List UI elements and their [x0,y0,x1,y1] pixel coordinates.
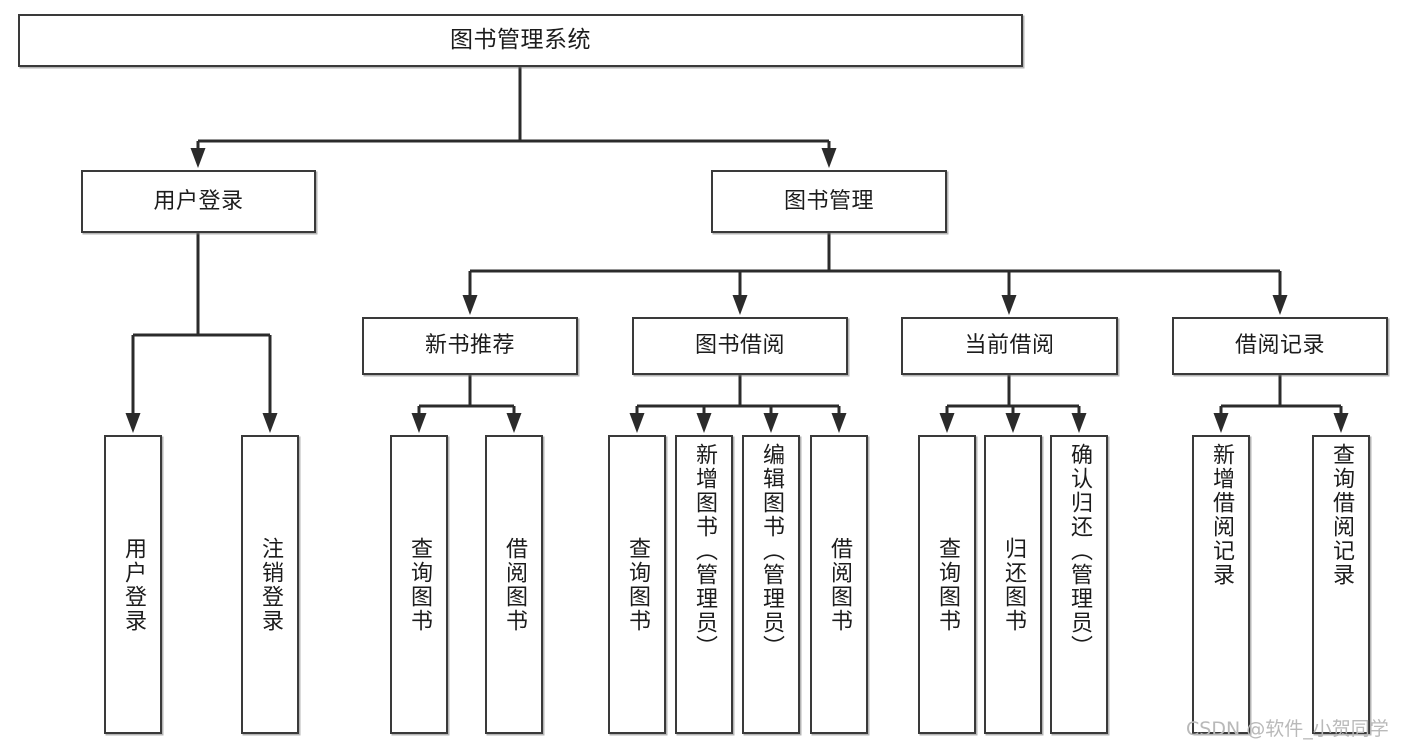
node-leaf-add-record[interactable]: 新增借阅记录 [1192,435,1250,734]
node-label-book-manage: 图书管理 [783,188,874,214]
node-leaf-return-book[interactable]: 归还图书 [984,435,1042,734]
node-leaf-borrow-book-2[interactable]: 借阅图书 [810,435,868,734]
arrow-to-leaf-add-book-head [696,413,712,433]
node-leaf-query-book-3[interactable]: 查询图书 [918,435,976,734]
node-label-leaf-edit-book: 编辑图书（管理员） [759,443,784,659]
node-label-user-login: 用户登录 [153,188,244,214]
node-label-leaf-borrow-book-1: 借阅图书 [502,536,527,633]
node-borrow-record[interactable]: 借阅记录 [1172,317,1388,375]
node-leaf-query-book-1[interactable]: 查询图书 [390,435,448,734]
arrow-to-borrow-record-head [1272,295,1288,315]
node-root[interactable]: 图书管理系统 [18,14,1023,67]
bus-bus-book-manage [468,233,1282,277]
node-label-current-borrow: 当前借阅 [964,333,1055,359]
node-label-root: 图书管理系统 [450,26,591,53]
watermark-text: CSDN @软件_小贺同学 [1186,718,1389,740]
node-leaf-query-book-2[interactable]: 查询图书 [608,435,666,734]
arrow-to-leaf-confirm-return-head [1071,413,1087,433]
node-leaf-borrow-book-1[interactable]: 借阅图书 [485,435,543,734]
arrow-to-leaf-user-login-head [125,413,141,433]
node-label-new-book-rec: 新书推荐 [424,333,515,359]
node-leaf-query-record[interactable]: 查询借阅记录 [1312,435,1370,734]
bus-bus-root [196,67,831,147]
node-current-borrow[interactable]: 当前借阅 [901,317,1118,375]
arrow-to-new-book-rec-head [462,295,478,315]
node-label-leaf-query-book-3: 查询图书 [935,536,960,633]
node-leaf-user-logout[interactable]: 注销登录 [241,435,299,734]
node-book-borrow[interactable]: 图书借阅 [632,317,848,375]
node-label-leaf-add-book: 新增图书（管理员） [692,443,717,659]
node-label-leaf-confirm-return: 确认归还（管理员） [1067,443,1092,659]
arrow-to-leaf-borrow-book-1-head [506,413,522,433]
arrow-to-leaf-query-book-1-head [411,413,427,433]
arrow-to-book-manage-head [821,148,837,168]
arrow-to-leaf-user-logout-head [262,413,278,433]
arrow-to-leaf-add-record-head [1213,413,1229,433]
node-book-manage[interactable]: 图书管理 [711,170,947,233]
node-label-leaf-add-record: 新增借阅记录 [1209,443,1234,587]
bus-bus-current-borrow [945,375,1081,412]
node-leaf-edit-book[interactable]: 编辑图书（管理员） [742,435,800,734]
bus-bus-borrow-record [1219,375,1343,412]
node-user-login[interactable]: 用户登录 [81,170,316,233]
node-label-leaf-return-book: 归还图书 [1001,536,1026,633]
node-leaf-user-login[interactable]: 用户登录 [104,435,162,734]
node-new-book-rec[interactable]: 新书推荐 [362,317,578,375]
arrow-to-book-borrow-head [732,295,748,315]
node-label-leaf-query-book-1: 查询图书 [407,536,432,633]
arrow-to-current-borrow-head [1001,295,1017,315]
node-label-book-borrow: 图书借阅 [694,333,785,359]
node-label-borrow-record: 借阅记录 [1234,333,1325,359]
node-leaf-confirm-return[interactable]: 确认归还（管理员） [1050,435,1108,734]
arrow-to-leaf-edit-book-head [763,413,779,433]
bus-bus-user-login [131,233,272,341]
arrow-to-user-login-head [190,148,206,168]
arrow-to-leaf-return-book-head [1005,413,1021,433]
node-label-leaf-query-book-2: 查询图书 [625,536,650,633]
arrow-to-leaf-query-record-head [1333,413,1349,433]
bus-bus-new-book-rec [417,375,516,412]
node-leaf-add-book[interactable]: 新增图书（管理员） [675,435,733,734]
node-label-leaf-borrow-book-2: 借阅图书 [827,536,852,633]
node-label-leaf-query-record: 查询借阅记录 [1329,443,1354,587]
node-label-leaf-user-logout: 注销登录 [258,536,283,633]
bus-bus-book-borrow [635,375,841,412]
arrow-to-leaf-borrow-book-2-head [831,413,847,433]
node-label-leaf-user-login: 用户登录 [121,536,146,633]
arrow-to-leaf-query-book-3-head [939,413,955,433]
arrow-to-leaf-query-book-2-head [629,413,645,433]
